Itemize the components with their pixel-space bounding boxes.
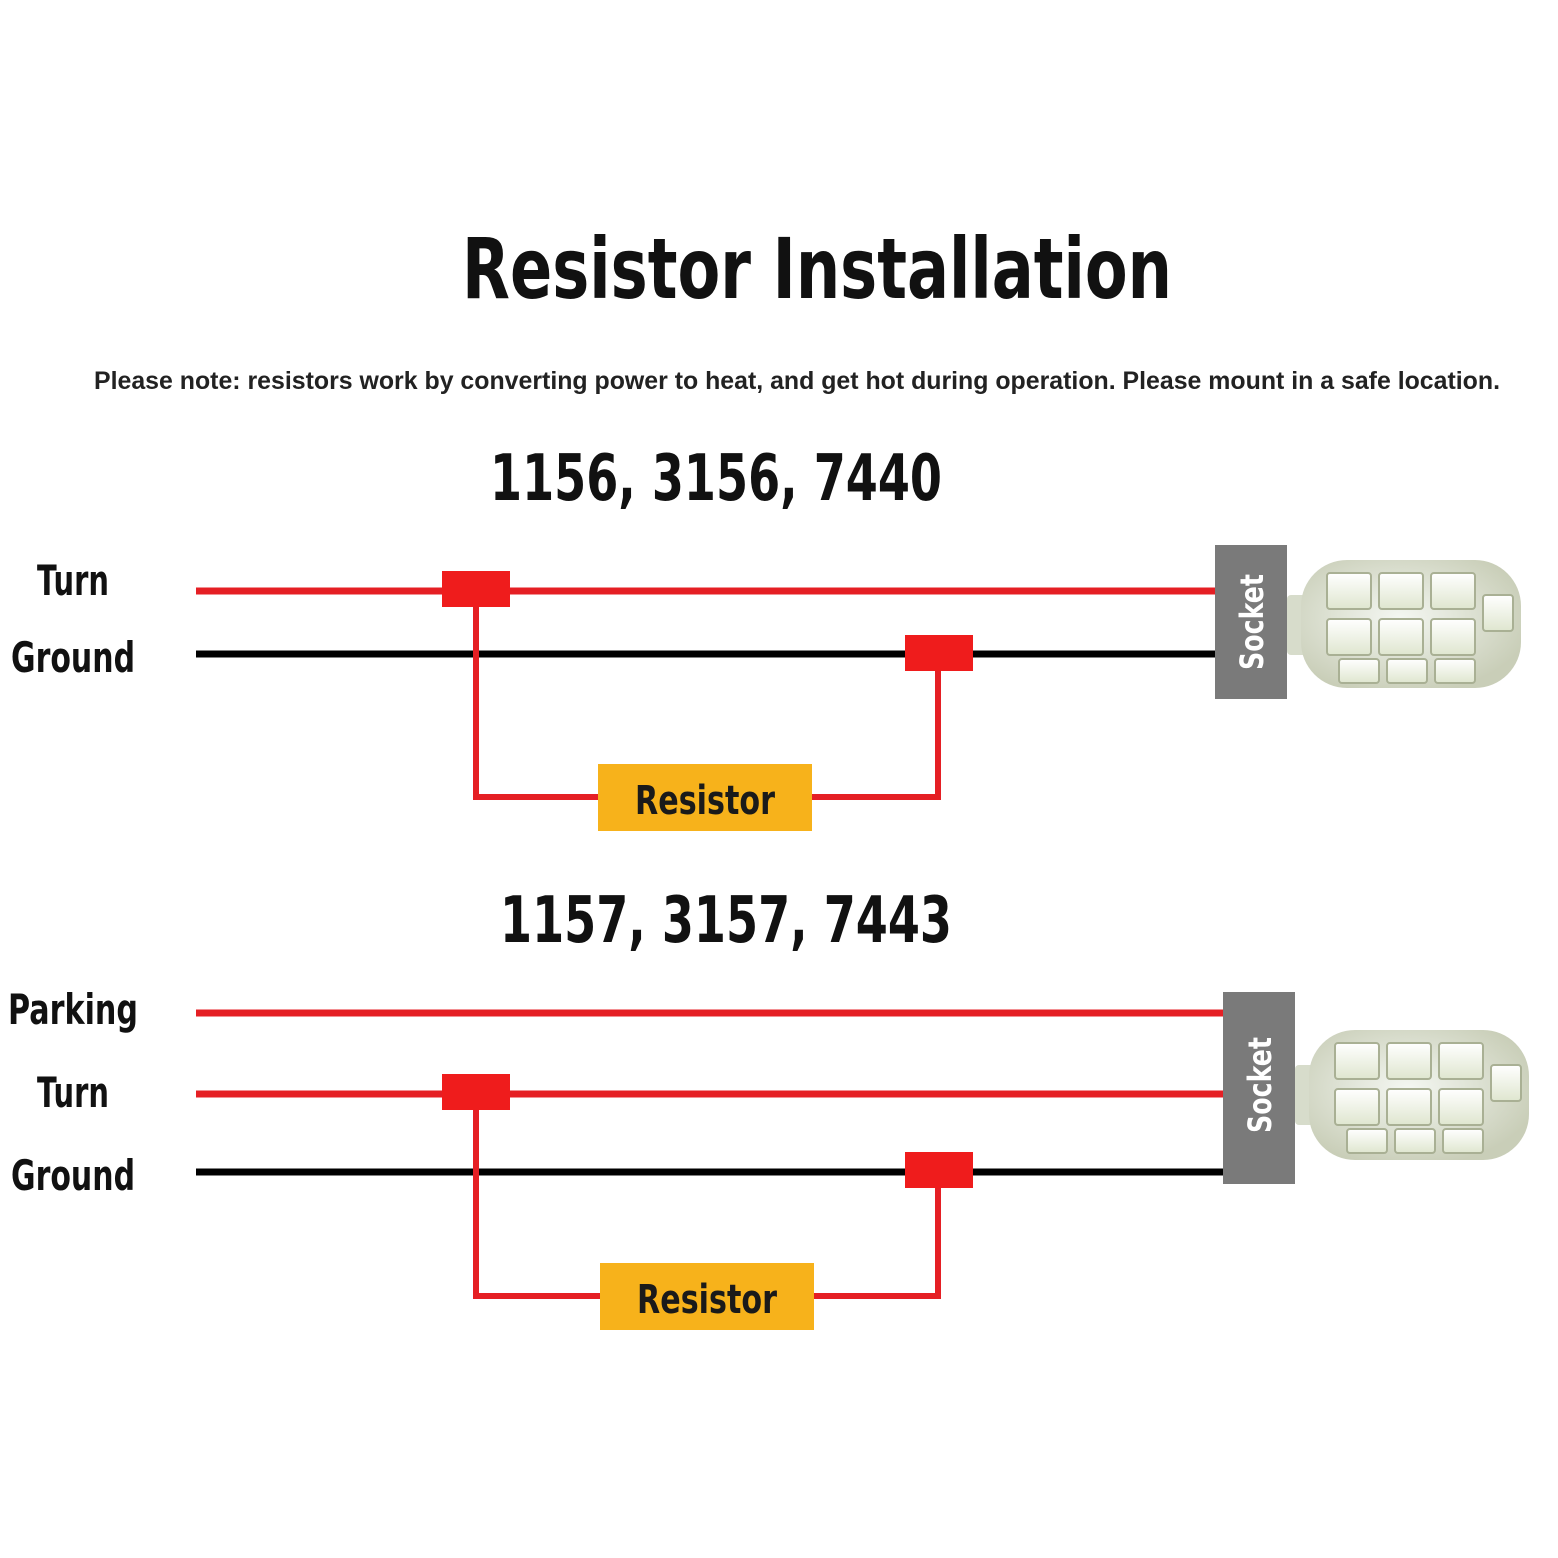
wire-label-ground: Ground bbox=[11, 633, 135, 682]
led-bulb-icon bbox=[1295, 1030, 1529, 1160]
resistor-label: Resistor bbox=[637, 1277, 777, 1323]
safety-note: Please note: resistors work by convertin… bbox=[94, 367, 1500, 395]
resistor-box: Resistor bbox=[600, 1263, 814, 1330]
tap-connector-turn bbox=[442, 571, 510, 607]
tap-connector-ground bbox=[905, 635, 973, 671]
resistor-lead-right bbox=[812, 665, 941, 800]
resistor-lead-left bbox=[473, 600, 600, 800]
wire-label-ground: Ground bbox=[11, 1151, 135, 1200]
socket-box: Socket bbox=[1223, 992, 1295, 1184]
diagram-single-filament: 1156, 3156, 7440 Turn Ground Resistor So… bbox=[11, 442, 1521, 831]
socket-label: Socket bbox=[1233, 574, 1271, 670]
resistor-lead-left bbox=[473, 1102, 602, 1299]
socket-label: Socket bbox=[1241, 1037, 1279, 1133]
diagram-heading: 1157, 3157, 7443 bbox=[500, 884, 952, 958]
page-title: Resistor Installation bbox=[462, 220, 1172, 318]
diagram-heading: 1156, 3156, 7440 bbox=[490, 442, 942, 516]
diagram-dual-filament: 1157, 3157, 7443 Parking Turn Ground Res… bbox=[8, 884, 1529, 1330]
tap-connector-turn bbox=[442, 1074, 510, 1110]
socket-box: Socket bbox=[1215, 545, 1287, 699]
resistor-lead-right bbox=[814, 1182, 941, 1299]
resistor-label: Resistor bbox=[635, 778, 775, 824]
resistor-box: Resistor bbox=[598, 764, 812, 831]
wire-label-turn: Turn bbox=[37, 556, 109, 605]
tap-connector-ground bbox=[905, 1152, 973, 1188]
wire-label-parking: Parking bbox=[8, 985, 138, 1034]
wire-label-turn: Turn bbox=[37, 1068, 109, 1117]
led-bulb-icon bbox=[1287, 560, 1521, 688]
